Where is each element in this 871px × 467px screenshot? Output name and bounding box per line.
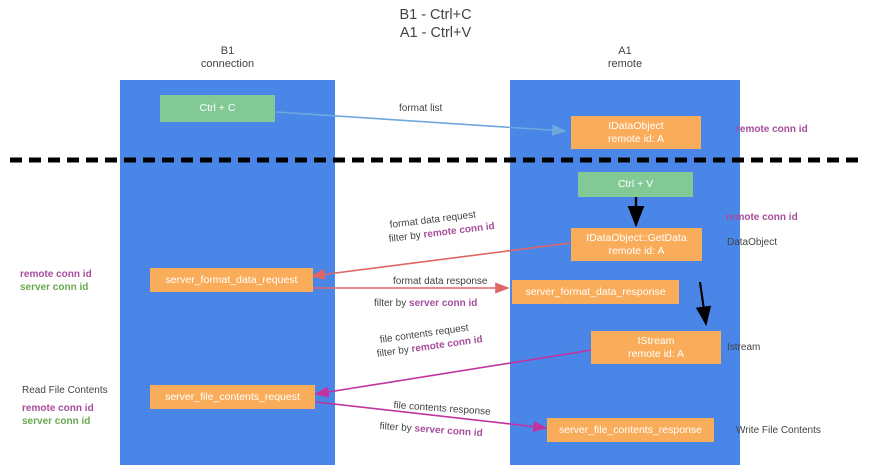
lane-header-b1: B1 connection [200, 45, 255, 70]
annotation-left-remote-conn-id-mid: remote conn id [20, 269, 92, 280]
diagram-title: B1 - Ctrl+C A1 - Ctrl+V [399, 7, 472, 41]
edge-label-file-contents-response-filter: filter by server conn id [379, 420, 483, 440]
annotation-left-ids-mid: remote conn id server conn id [20, 268, 92, 294]
annotation-left-server-conn-id-mid: server conn id [20, 282, 89, 293]
annotation-left-server-conn-id-bottom: server conn id [22, 416, 91, 427]
box-idataobject-getdata[interactable]: IDataObject::GetData remote id: A [571, 228, 702, 261]
box-ctrl-v[interactable]: Ctrl + V [578, 172, 693, 197]
lane-header-a1: A1 remote [607, 45, 643, 70]
annotation-right-remote-conn-id-top: remote conn id [736, 124, 808, 135]
filter-prefix: filter by [388, 229, 425, 245]
annotation-right-write-file-contents: Write File Contents [736, 425, 821, 436]
annotation-left-read-file-contents: Read File Contents [22, 385, 108, 396]
filter-prefix: filter by [379, 420, 415, 435]
box-ctrl-c[interactable]: Ctrl + C [160, 95, 275, 122]
annotation-right-remote-conn-id-mid: remote conn id [726, 212, 798, 223]
box-istream[interactable]: IStream remote id: A [591, 331, 721, 364]
edge-label-format-list: format list [399, 103, 443, 114]
filter-id-server-conn: server conn id [409, 298, 478, 309]
annotation-right-istream: Istream [727, 342, 761, 353]
box-server-file-contents-response[interactable]: server_file_contents_response [547, 418, 714, 442]
filter-prefix: filter by [374, 298, 410, 309]
edge-label-file-contents-response: file contents response [393, 399, 491, 418]
box-server-format-data-response[interactable]: server_format_data_response [512, 280, 679, 304]
box-server-file-contents-request[interactable]: server_file_contents_request [150, 385, 315, 409]
annotation-left-remote-conn-id-bottom: remote conn id [22, 403, 94, 414]
filter-prefix: filter by [376, 344, 413, 360]
edge-label-format-data-response: format data response [393, 276, 488, 287]
edge-label-format-data-response-filter: filter by server conn id [374, 297, 477, 310]
box-idataobject-remote[interactable]: IDataObject remote id: A [571, 116, 701, 149]
box-server-format-data-request[interactable]: server_format_data_request [150, 268, 313, 292]
filter-id-server-conn: server conn id [414, 423, 484, 440]
annotation-right-dataobject: DataObject [727, 237, 778, 248]
annotation-left-ids-bottom: remote conn id server conn id [22, 402, 94, 428]
